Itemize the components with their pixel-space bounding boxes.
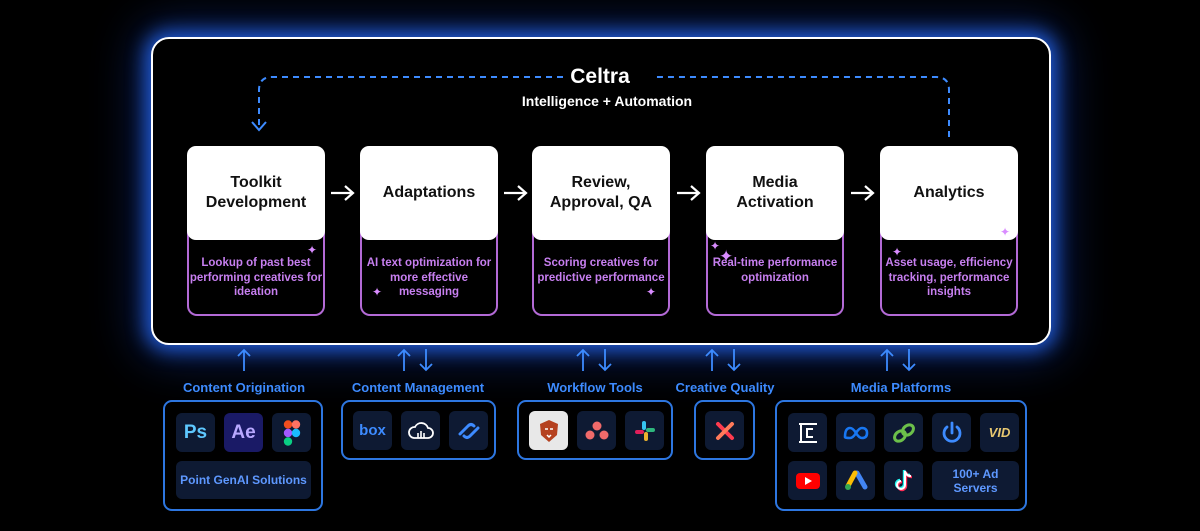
asana-icon bbox=[577, 411, 616, 450]
group-label-content-management: Content Management bbox=[351, 380, 485, 395]
stage-media-activation: Media Activation Real-time performance o… bbox=[706, 146, 844, 316]
sparkle-icon: ✦ bbox=[646, 285, 657, 299]
group-workflow-tools bbox=[517, 400, 673, 460]
sparkle-icon: ✦ bbox=[372, 285, 383, 299]
sparkle-icon: ✦ bbox=[1000, 225, 1011, 239]
slack-icon bbox=[625, 411, 664, 450]
sparkle-icon: ✦ bbox=[719, 247, 734, 266]
arrow-up-icon bbox=[237, 348, 251, 371]
arrow-up-down-icon bbox=[397, 348, 433, 372]
ai-bracket bbox=[880, 218, 1018, 316]
sparkle-icon: ✦ bbox=[710, 239, 721, 253]
ai-bracket bbox=[706, 218, 844, 316]
ai-capability-text: AI text optimization for more effective … bbox=[366, 257, 492, 298]
arrow-right-icon bbox=[851, 185, 875, 201]
chain-link-icon bbox=[884, 413, 923, 452]
group-media-platforms: VID 100+ Ad Servers bbox=[775, 400, 1027, 511]
youtube-icon bbox=[788, 461, 827, 500]
meta-icon bbox=[836, 413, 875, 452]
group-creative-quality bbox=[694, 400, 755, 460]
arrow-right-icon bbox=[504, 185, 528, 201]
stage-analytics: Analytics Asset usage, efficiency tracki… bbox=[880, 146, 1018, 316]
arrow-up-down-icon bbox=[576, 348, 612, 372]
lion-icon bbox=[529, 411, 568, 450]
power-icon bbox=[932, 413, 971, 452]
box-icon: box bbox=[353, 411, 392, 450]
figma-icon bbox=[272, 413, 311, 452]
link-icon bbox=[449, 411, 488, 450]
ai-bracket bbox=[360, 218, 498, 316]
group-label-media-platforms: Media Platforms bbox=[850, 380, 952, 395]
ai-capability-text: Real-time performance optimization bbox=[712, 257, 838, 284]
brand-subtitle: Intelligence + Automation bbox=[521, 93, 693, 109]
group-label-workflow-tools: Workflow Tools bbox=[547, 380, 643, 395]
photoshop-icon: Ps bbox=[176, 413, 215, 452]
arrow-right-icon bbox=[331, 185, 355, 201]
x-logo-icon bbox=[705, 411, 744, 450]
ai-capability-text: Scoring creatives for predictive perform… bbox=[537, 257, 665, 284]
stage-adaptations: Adaptations AI text optimization for mor… bbox=[360, 146, 498, 316]
sparkle-icon: ✦ bbox=[307, 243, 318, 257]
group-label-content-origination: Content Origination bbox=[182, 380, 306, 395]
stage-title: Adaptations bbox=[360, 146, 498, 240]
ai-bracket bbox=[187, 218, 325, 316]
after-effects-icon: Ae bbox=[224, 413, 263, 452]
vid-logo-icon: VID bbox=[980, 413, 1019, 452]
cloud-icon bbox=[401, 411, 440, 450]
ai-bracket bbox=[532, 218, 670, 316]
point-genai-solutions-tile: Point GenAI Solutions bbox=[176, 461, 311, 499]
ai-capability-text: Lookup of past best performing creatives… bbox=[189, 257, 323, 298]
celtra-logo-icon bbox=[788, 413, 827, 452]
group-content-origination: Ps Ae Point GenAI Solutions bbox=[163, 400, 323, 511]
group-label-creative-quality: Creative Quality bbox=[675, 380, 775, 395]
sparkle-icon: ✦ bbox=[892, 245, 903, 259]
google-ads-icon bbox=[836, 461, 875, 500]
stage-toolkit-development: Toolkit Development Lookup of past best … bbox=[187, 146, 325, 316]
stage-title: Review, Approval, QA bbox=[532, 146, 670, 240]
group-content-management: box bbox=[341, 400, 496, 460]
stage-review-approval-qa: Review, Approval, QA Scoring creatives f… bbox=[532, 146, 670, 316]
arrow-right-icon bbox=[677, 185, 701, 201]
stage-title: Analytics bbox=[880, 146, 1018, 240]
arrow-up-down-icon bbox=[880, 348, 916, 372]
ai-capability-text: Asset usage, efficiency tracking, perfor… bbox=[885, 257, 1013, 298]
arrow-up-down-icon bbox=[705, 348, 741, 372]
brand-title: Celtra bbox=[570, 65, 630, 88]
stage-title: Toolkit Development bbox=[187, 146, 325, 240]
ad-servers-tile: 100+ Ad Servers bbox=[932, 461, 1019, 500]
stage-title: Media Activation bbox=[706, 146, 844, 240]
tiktok-icon bbox=[884, 461, 923, 500]
